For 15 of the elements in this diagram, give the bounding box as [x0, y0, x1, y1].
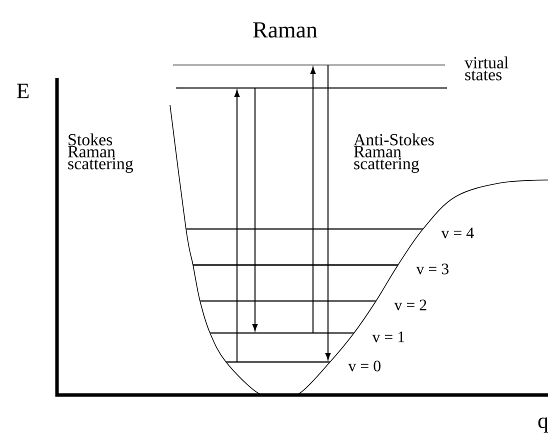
arrow	[252, 88, 258, 331]
level-label: v = 1	[372, 332, 404, 342]
level-label: virtual states	[464, 56, 508, 80]
axis-label: E	[16, 84, 29, 98]
process-label: Anti-Stokes Raman scattering	[354, 134, 434, 173]
arrow	[325, 65, 331, 360]
level-label: v = 0	[348, 360, 380, 372]
arrow	[234, 90, 240, 362]
level-label: v = 4	[441, 228, 474, 238]
level-label: v = 2	[394, 300, 426, 310]
arrow	[310, 66, 316, 333]
process-label: Stokes Raman scattering	[68, 134, 134, 173]
level-label: v = 3	[416, 264, 448, 274]
title: Raman	[253, 22, 318, 38]
axis-label: q	[538, 417, 548, 433]
